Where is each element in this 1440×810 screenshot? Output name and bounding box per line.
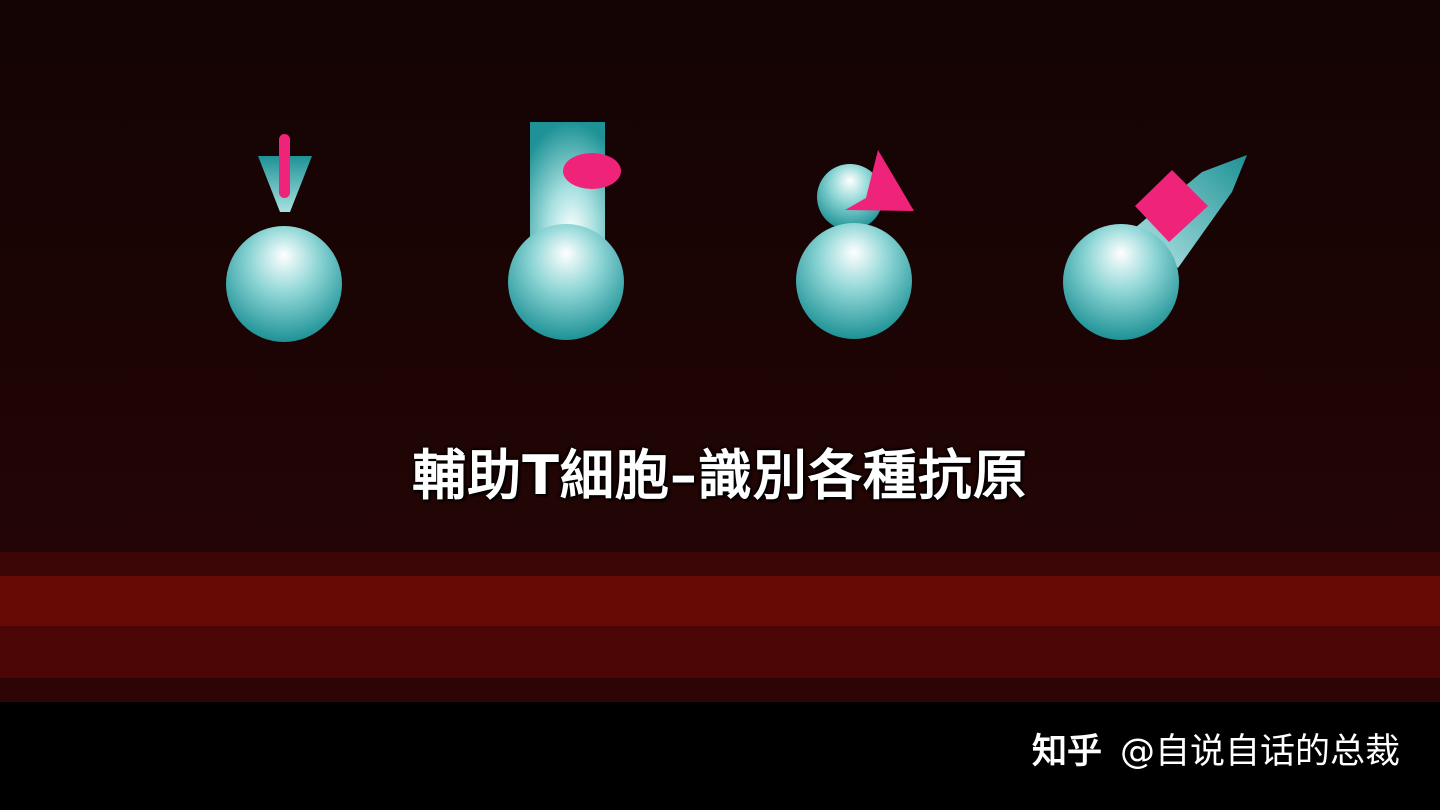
red-stripe [0, 552, 1440, 576]
watermark: 知乎 @自说自话的总裁 [1032, 726, 1400, 778]
video-frame: 輔助T細胞–識別各種抗原 [0, 0, 1440, 702]
antigen-ellipse [563, 153, 621, 189]
t-cell-3 [796, 150, 914, 339]
cell-body [796, 223, 912, 339]
cell-body [226, 226, 342, 342]
cell-body [508, 224, 624, 340]
receptor-head [817, 164, 883, 230]
red-stripe [0, 576, 1440, 626]
t-cell-1 [226, 134, 342, 342]
red-stripe [0, 626, 1440, 678]
cell-body [1063, 224, 1179, 340]
author-handle: @自说自话的总裁 [1119, 732, 1400, 772]
antigen-diamond [1135, 170, 1208, 242]
zhihu-logo: 知乎 [1031, 732, 1102, 772]
subtitle-caption: 輔助T細胞–識別各種抗原 [412, 444, 1028, 507]
t-cell-2 [508, 122, 624, 340]
antigen-triangle [845, 150, 914, 211]
antigen-rod [279, 134, 290, 198]
t-cell-illustration [226, 122, 1247, 342]
footer-bar: 知乎 @自说自话的总裁 [0, 702, 1440, 810]
t-cell-4 [1063, 155, 1247, 340]
red-stripe [0, 678, 1440, 702]
